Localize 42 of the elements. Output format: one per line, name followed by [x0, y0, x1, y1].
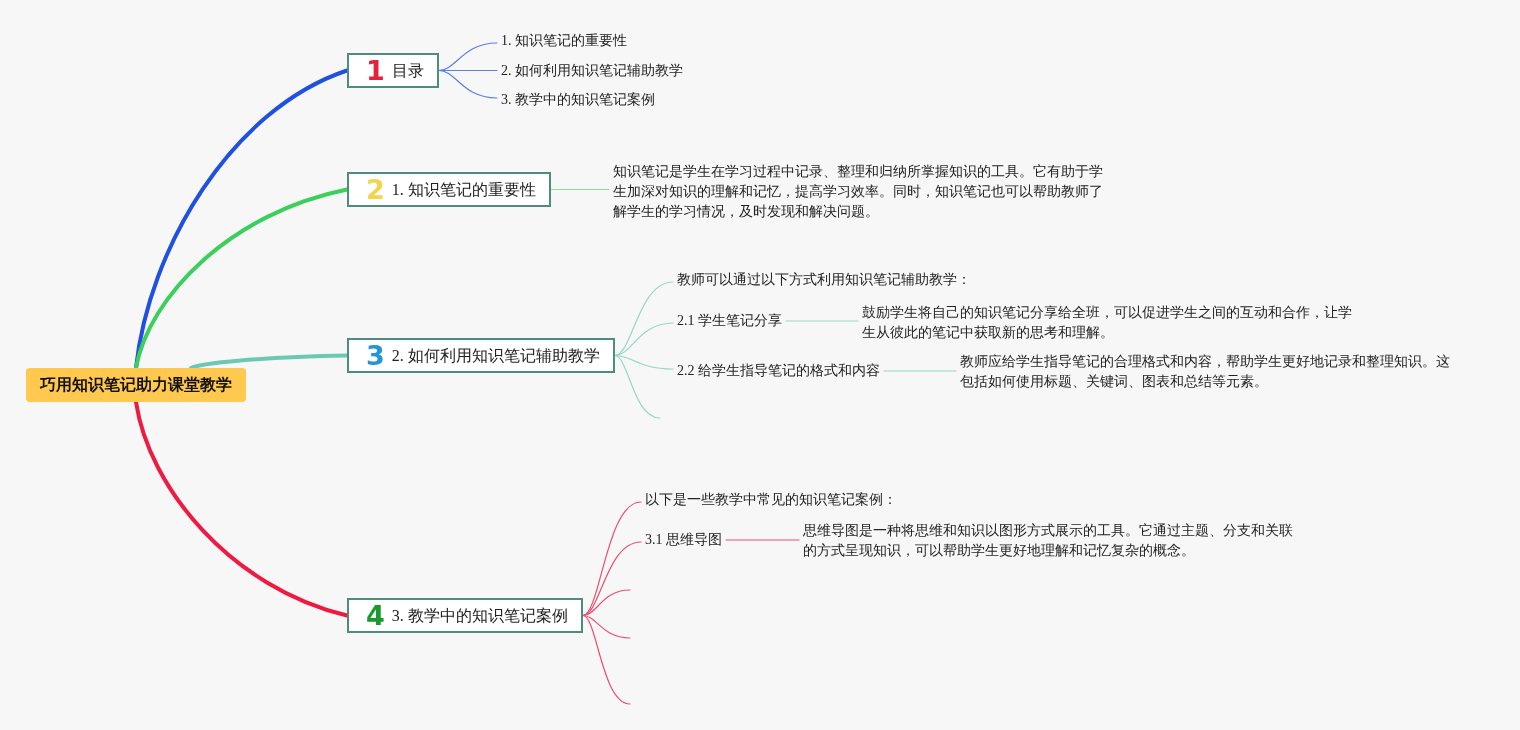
subtopic-text: 以下是一些教学中常见的知识笔记案例： [645, 490, 897, 510]
branch-line [189, 353, 349, 370]
branch-line [134, 187, 349, 370]
topic-number: 4 [366, 600, 385, 631]
branch-line [614, 354, 661, 419]
branch-line [438, 69, 498, 99]
topic-number: 2 [366, 174, 385, 205]
branch-line [614, 322, 674, 357]
subtopic-text: 3.1 思维导图 [645, 530, 722, 550]
note-text: 思维导图是一种将思维和知识以图形方式展示的工具。它通过主题、分支和关联的方式呈现知识，可以帮助学生更好地理解和记忆复杂的概念。 [803, 520, 1297, 560]
topic-box [347, 338, 615, 373]
topic-label: 3. 教学中的知识笔记案例 [391, 605, 568, 626]
topic-label: 2. 如何利用知识笔记辅助教学 [391, 345, 600, 366]
topic-number: 1 [366, 55, 385, 86]
branch-line [582, 541, 642, 617]
branch-line [582, 589, 631, 617]
subtopic-text: 教师可以通过以下方式利用知识笔记辅助教学： [677, 270, 971, 290]
branch-line [582, 614, 631, 639]
note-text: 教师应给学生指导笔记的合理格式和内容，帮助学生更好地记录和整理知识。这包括如何使用标题、关键词、图表和总结等元素。 [960, 351, 1454, 391]
branch-line [785, 320, 859, 322]
branch-line [438, 42, 498, 72]
topic-box [347, 53, 439, 88]
branch-line [614, 281, 674, 357]
branch-line [614, 354, 674, 370]
branch-line [134, 400, 349, 618]
subtopic-text: 2.1 学生笔记分享 [677, 311, 782, 331]
subtopic-text: 3. 教学中的知识笔记案例 [501, 90, 655, 110]
central-topic: 巧用知识笔记助力课堂教学 [26, 368, 246, 402]
subtopic-text: 2. 如何利用知识笔记辅助教学 [501, 61, 683, 81]
note-text: 鼓励学生将自己的知识笔记分享给全班，可以促进学生之间的互动和合作，让学生从彼此的笔记中获取新的思考和理解。 [862, 302, 1356, 342]
topic-label: 1. 知识笔记的重要性 [391, 179, 536, 200]
note-text: 知识笔记是学生在学习过程中记录、整理和归纳所掌握知识的工具。它有助于学生加深对知识的理解和记忆，提高学习效率。同时，知识笔记也可以帮助教师了解学生的学习情况，及时发现和解决问题。 [613, 161, 1107, 221]
topic-label: 目录 [391, 60, 424, 81]
branch-line [550, 188, 610, 191]
branch-line [725, 539, 800, 541]
subtopic-text: 1. 知识笔记的重要性 [501, 31, 627, 51]
topic-box [347, 172, 551, 207]
topic-number: 3 [366, 340, 385, 371]
topic-box [347, 598, 583, 633]
subtopic-text: 2.2 给学生指导笔记的格式和内容 [677, 361, 880, 381]
branch-line [883, 370, 957, 372]
branch-line [582, 614, 631, 705]
